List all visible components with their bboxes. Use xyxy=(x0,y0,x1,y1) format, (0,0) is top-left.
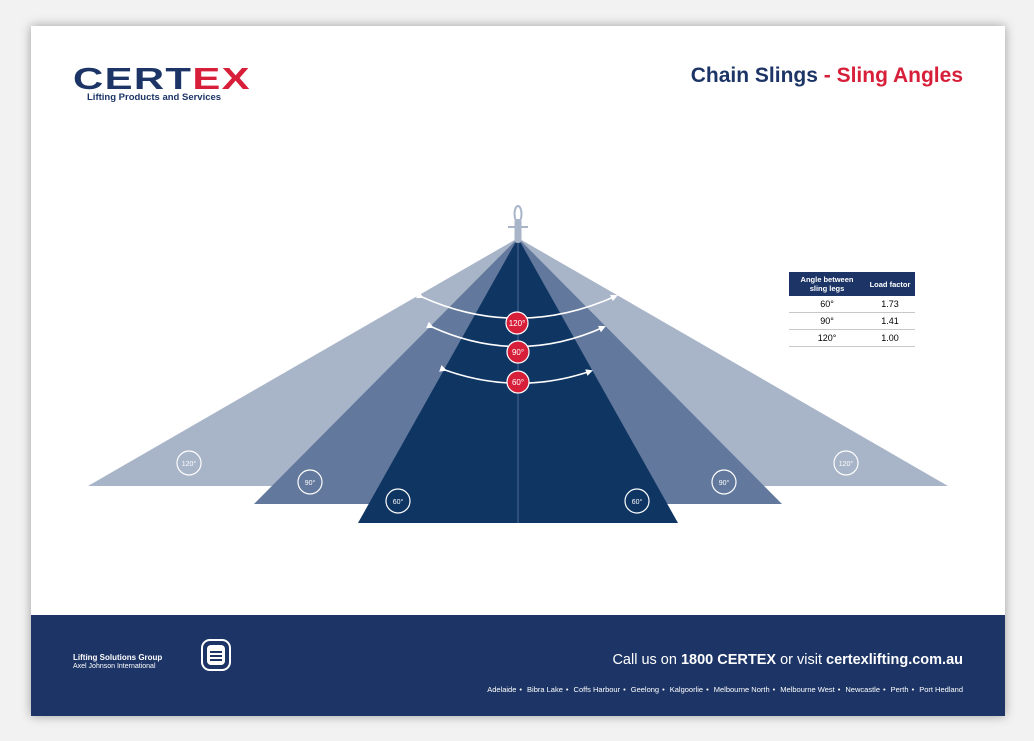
location-item: Adelaide xyxy=(487,685,517,694)
table-header-row: Angle between sling legs Load factor xyxy=(789,272,915,296)
cell-factor: 1.73 xyxy=(865,296,915,313)
location-item: Kalgoorlie xyxy=(669,685,704,694)
page-title: Chain Slings - Sling Angles xyxy=(691,64,963,88)
poster-page: CERTEX Lifting Products and Services Cha… xyxy=(31,26,1005,716)
load-factor-table: Angle between sling legs Load factor 60°… xyxy=(789,272,915,347)
locations-list: Adelaide•Bibra Lake•Coffs Harbour•Geelon… xyxy=(485,685,963,694)
group-subtitle: Axel Johnson International xyxy=(73,663,156,670)
cell-angle: 60° xyxy=(789,296,865,313)
svg-text:60°: 60° xyxy=(393,498,404,506)
call-mid: or visit xyxy=(776,652,827,668)
bullet-icon: • xyxy=(662,685,665,694)
certex-logo: CERTEX Lifting Products and Services xyxy=(73,63,263,106)
title-separator: - xyxy=(817,64,837,87)
svg-text:120°: 120° xyxy=(182,460,197,468)
angle-badge-120: 120° xyxy=(505,311,529,335)
location-item: Bibra Lake xyxy=(527,685,563,694)
bullet-icon: • xyxy=(911,685,915,694)
ring-label-60-left: 60° xyxy=(385,488,411,514)
location-item: Perth xyxy=(890,685,909,694)
website-link[interactable]: certexlifting.com.au xyxy=(826,652,963,668)
location-item: Newcastle xyxy=(845,685,880,694)
angle-badge-60: 60° xyxy=(506,370,530,394)
header-load-factor: Load factor xyxy=(865,272,915,296)
footer-bar: Lifting Solutions Group Axel Johnson Int… xyxy=(31,615,1005,716)
cell-factor: 1.00 xyxy=(865,329,915,347)
ring-label-60-right: 60° xyxy=(624,488,650,514)
header-angle: Angle between sling legs xyxy=(789,272,865,296)
bullet-icon: • xyxy=(772,685,776,694)
bullet-icon: • xyxy=(519,685,523,694)
location-item: Coffs Harbour xyxy=(573,685,621,694)
cell-angle: 120° xyxy=(789,329,865,347)
bullet-icon: • xyxy=(706,685,709,694)
location-item: Port Hedland xyxy=(919,685,963,694)
svg-text:60°: 60° xyxy=(632,498,643,506)
location-item: Melbourne West xyxy=(780,685,835,694)
bullet-icon: • xyxy=(623,685,626,694)
ring-label-90-right: 90° xyxy=(711,469,737,495)
bullet-icon: • xyxy=(565,685,569,694)
ring-label-120-left: 120° xyxy=(176,450,202,476)
table-row: 60° 1.73 xyxy=(789,296,915,313)
badge-label-120: 120° xyxy=(509,319,526,328)
ring-label-120-right: 120° xyxy=(833,450,859,476)
group-name: Lifting Solutions Group xyxy=(73,653,163,662)
phone-number: 1800 CERTEX xyxy=(680,652,777,668)
sling-angle-diagram: 120° 90° 60° 120° 120° 90° 90° 60° xyxy=(88,205,948,523)
table-row: 90° 1.41 xyxy=(789,312,915,330)
location-item: Melbourne North xyxy=(713,685,770,694)
location-item: Geelong xyxy=(630,685,660,694)
badge-label-60: 60° xyxy=(512,378,524,387)
logo-part1: CERT xyxy=(73,61,193,96)
logo-wordmark: CERTEX xyxy=(73,63,251,94)
svg-text:90°: 90° xyxy=(305,479,316,487)
table-row: 120° 1.00 xyxy=(789,329,915,347)
bullet-icon: • xyxy=(837,685,841,694)
svg-text:120°: 120° xyxy=(839,460,854,468)
master-link-icon xyxy=(508,205,528,243)
ring-label-90-left: 90° xyxy=(297,469,323,495)
call-prefix: Call us on xyxy=(612,652,681,668)
bullet-icon: • xyxy=(883,685,886,694)
logo-part2: EX xyxy=(192,61,251,96)
title-part2: Sling Angles xyxy=(836,64,963,87)
svg-text:90°: 90° xyxy=(719,479,730,487)
cell-factor: 1.41 xyxy=(865,312,915,330)
lifting-equipment-logo-icon xyxy=(201,639,231,671)
badge-label-90: 90° xyxy=(512,348,524,357)
cell-angle: 90° xyxy=(789,312,865,330)
angle-badge-90: 90° xyxy=(506,340,530,364)
contact-line: Call us on 1800 CERTEX or visit certexli… xyxy=(612,652,963,668)
logo-tagline: Lifting Products and Services xyxy=(87,92,222,103)
title-part1: Chain Slings xyxy=(690,64,818,87)
